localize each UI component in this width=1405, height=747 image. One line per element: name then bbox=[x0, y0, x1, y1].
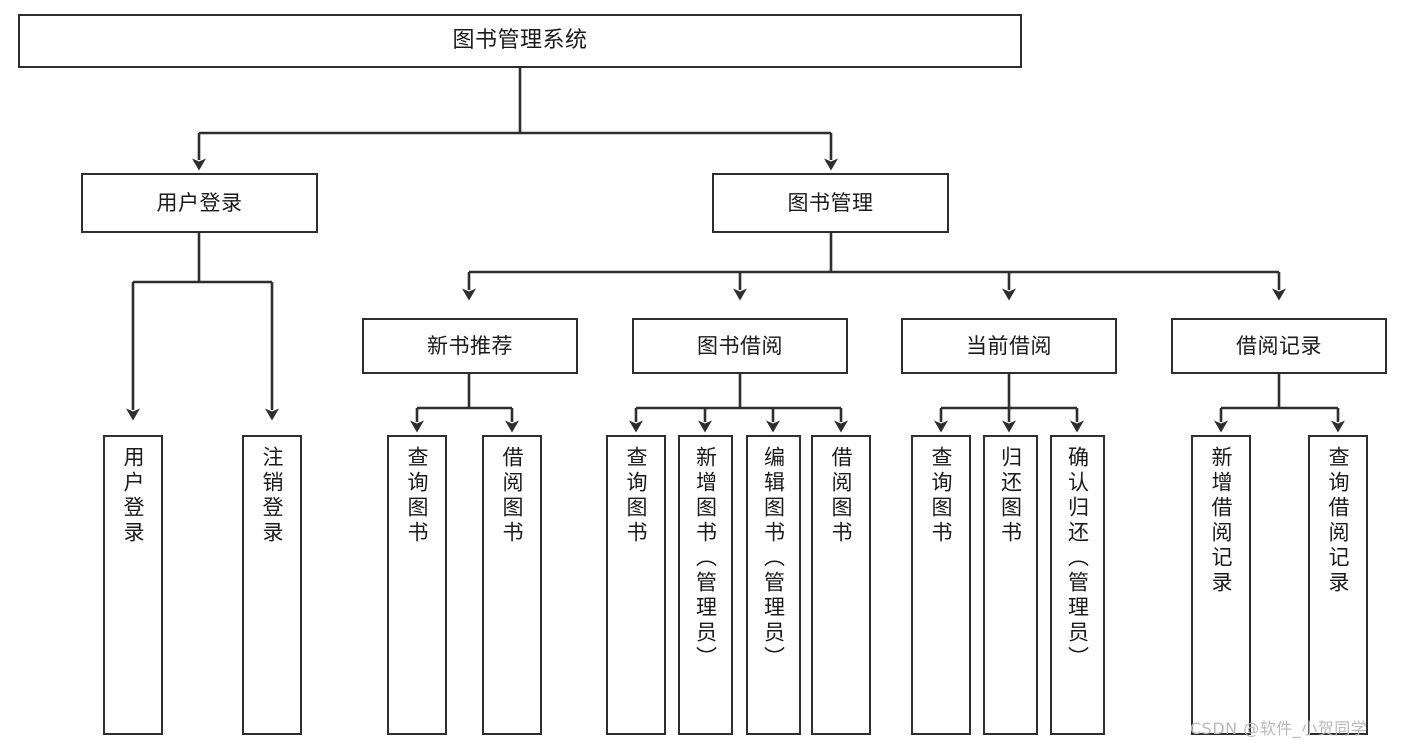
node-current-borrow[interactable]: 当前借阅 bbox=[901, 318, 1117, 374]
node-borrow-records[interactable]: 借阅记录 bbox=[1171, 318, 1387, 374]
node-root-system[interactable]: 图书管理系统 bbox=[18, 14, 1022, 68]
node-leaf-edit-book-admin[interactable]: 编辑图书（管理员） bbox=[746, 435, 801, 735]
watermark: CSDN @软件_小贺同学 bbox=[1190, 719, 1368, 738]
node-label: 借阅记录 bbox=[1236, 333, 1322, 358]
node-leaf-add-borrow-record[interactable]: 新增借阅记录 bbox=[1191, 435, 1251, 735]
node-label: 确认归还（管理员） bbox=[1065, 446, 1090, 671]
node-leaf-return-book[interactable]: 归还图书 bbox=[983, 435, 1038, 735]
node-leaf-borrow-book[interactable]: 借阅图书 bbox=[811, 435, 871, 735]
node-label: 当前借阅 bbox=[966, 333, 1052, 358]
node-user-login[interactable]: 用户登录 bbox=[81, 173, 318, 233]
node-leaf-user-login[interactable]: 用户登录 bbox=[103, 435, 163, 735]
node-leaf-query-borrow-record[interactable]: 查询借阅记录 bbox=[1308, 435, 1368, 735]
node-label: 注销登录 bbox=[260, 446, 285, 546]
node-leaf-logout[interactable]: 注销登录 bbox=[242, 435, 302, 735]
node-label: 借阅图书 bbox=[500, 446, 525, 546]
node-leaf-add-book-admin[interactable]: 新增图书（管理员） bbox=[678, 435, 733, 735]
node-label: 新增图书（管理员） bbox=[693, 446, 718, 671]
node-label: 编辑图书（管理员） bbox=[761, 446, 786, 671]
node-label: 新书推荐 bbox=[427, 333, 513, 358]
node-label: 查询图书 bbox=[405, 446, 430, 546]
node-label: 新增借阅记录 bbox=[1209, 446, 1234, 596]
node-leaf-query-book-current[interactable]: 查询图书 bbox=[911, 435, 971, 735]
node-leaf-borrow-book-recommend[interactable]: 借阅图书 bbox=[482, 435, 542, 735]
node-label: 用户登录 bbox=[121, 446, 146, 546]
node-label: 图书管理 bbox=[787, 190, 874, 215]
node-label: 查询借阅记录 bbox=[1326, 446, 1351, 596]
node-label: 归还图书 bbox=[998, 446, 1023, 546]
node-label: 图书管理系统 bbox=[452, 28, 588, 54]
node-label: 查询图书 bbox=[929, 446, 954, 546]
node-label: 查询图书 bbox=[624, 446, 649, 546]
node-leaf-query-book-recommend[interactable]: 查询图书 bbox=[387, 435, 447, 735]
node-label: 图书借阅 bbox=[697, 333, 783, 358]
node-label: 借阅图书 bbox=[829, 446, 854, 546]
node-leaf-query-book-borrow[interactable]: 查询图书 bbox=[606, 435, 666, 735]
node-book-borrow[interactable]: 图书借阅 bbox=[632, 318, 848, 374]
node-leaf-confirm-return-admin[interactable]: 确认归还（管理员） bbox=[1050, 435, 1105, 735]
node-book-management[interactable]: 图书管理 bbox=[712, 173, 949, 233]
node-new-book-recommend[interactable]: 新书推荐 bbox=[362, 318, 578, 374]
node-label: 用户登录 bbox=[156, 190, 243, 215]
